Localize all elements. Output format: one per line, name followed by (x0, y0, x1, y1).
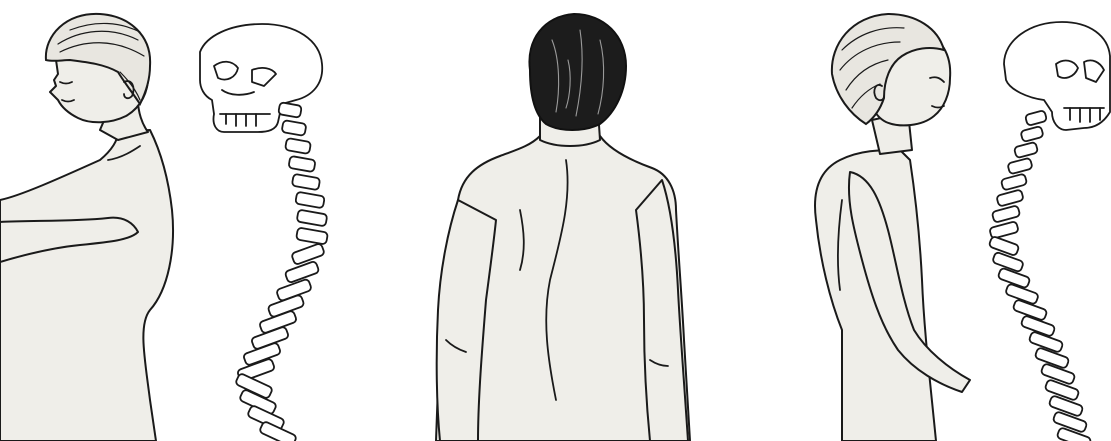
vertebra (285, 138, 311, 154)
vertebra (1007, 158, 1032, 175)
vertebra (1001, 174, 1027, 191)
vertebra (1014, 142, 1038, 158)
vertebra (996, 189, 1023, 206)
vertebra (1053, 411, 1088, 433)
vertebra (288, 156, 315, 172)
vertebra (1049, 395, 1084, 417)
vertebra (1045, 379, 1080, 401)
right-panel-figure (815, 14, 970, 441)
middle-panel-figure (436, 14, 690, 441)
vertebra (992, 205, 1021, 223)
vertebra (1025, 110, 1047, 126)
vertebra (989, 236, 1020, 256)
left-panel-figure (0, 14, 173, 441)
right-spine (989, 110, 1092, 441)
vertebra (278, 102, 302, 118)
vertebra (297, 210, 328, 227)
vertebra (1020, 126, 1043, 142)
left-spine (235, 102, 328, 441)
vertebra (291, 243, 325, 265)
vertebra (296, 227, 328, 244)
vertebra (292, 174, 320, 190)
left-skull (200, 24, 322, 132)
vertebra (989, 221, 1019, 239)
right-skull (1004, 22, 1110, 130)
vertebra (295, 192, 325, 209)
vertebra (282, 120, 307, 136)
